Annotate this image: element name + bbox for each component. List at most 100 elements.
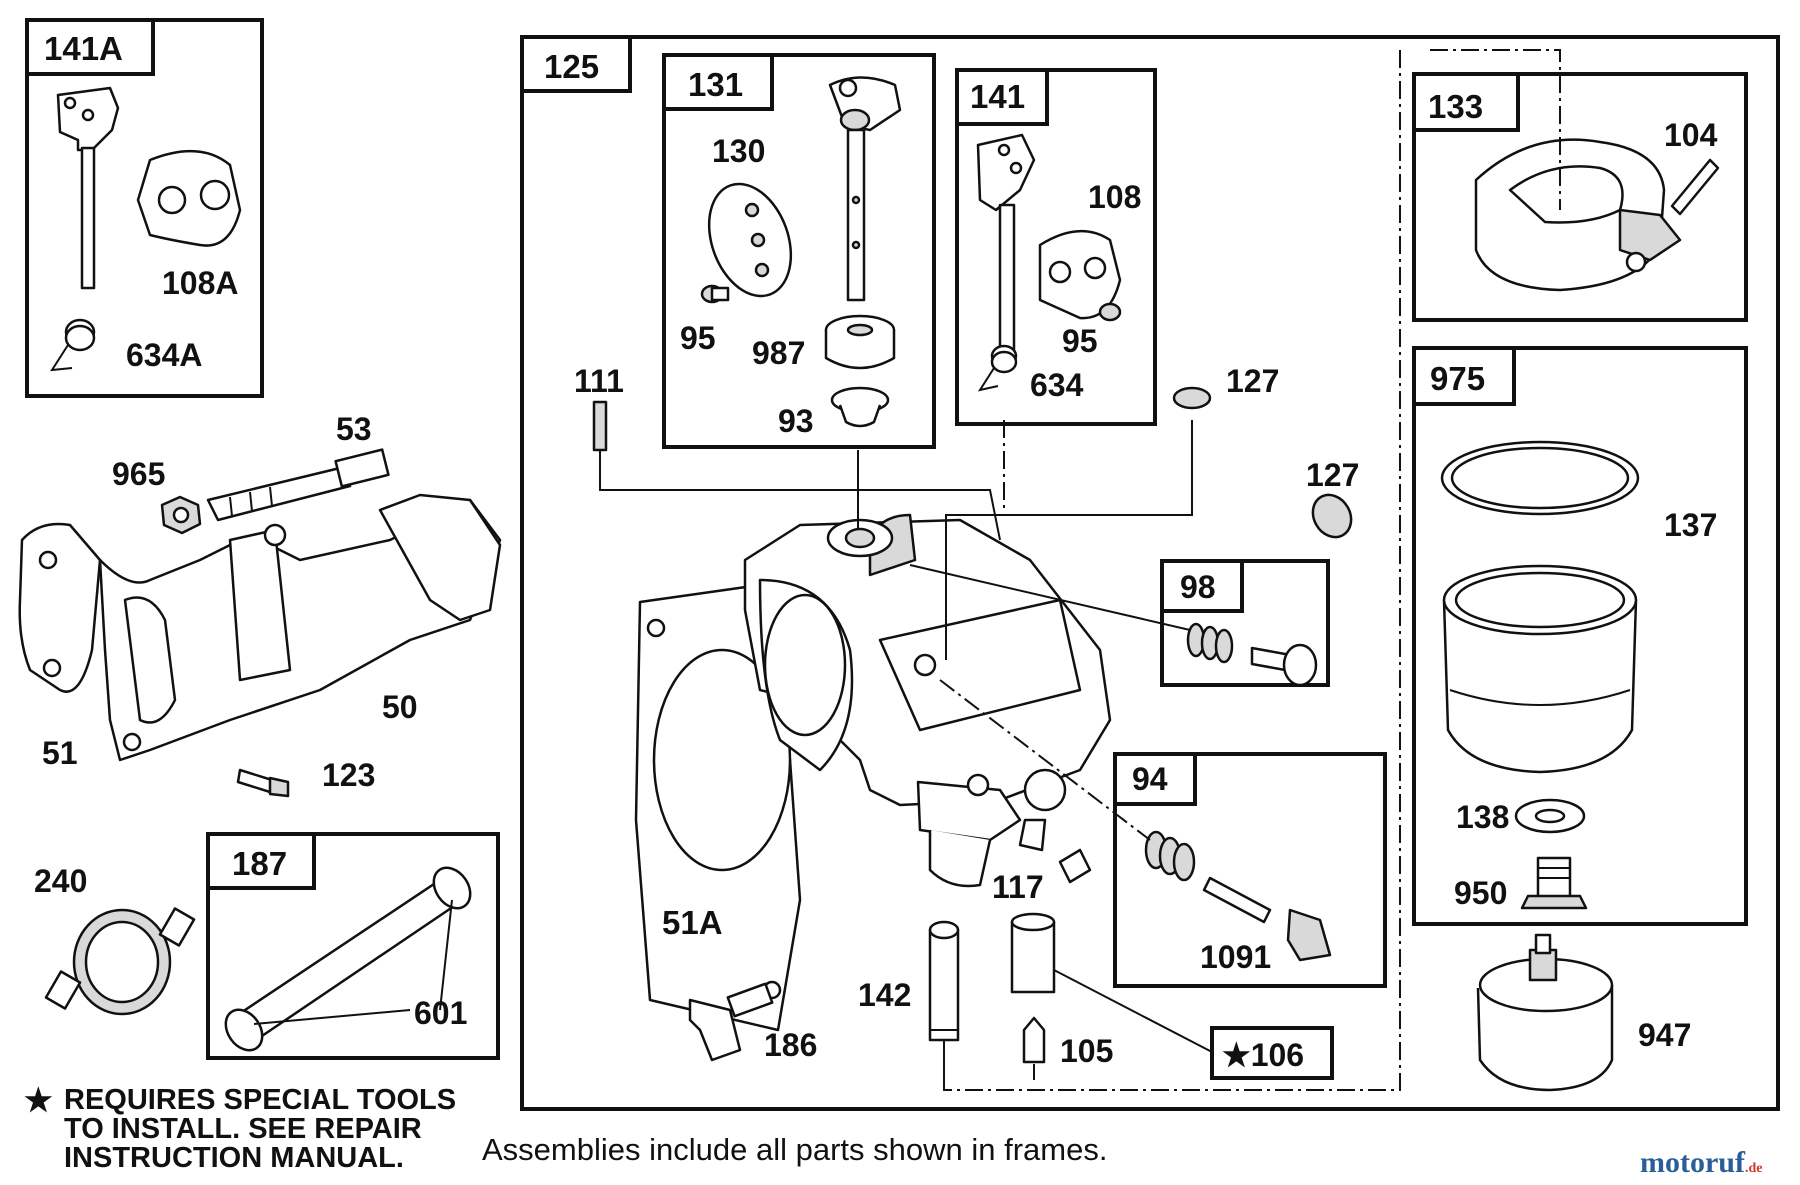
choke-shaft-part: [828, 76, 902, 302]
needle-105-part: [1022, 1016, 1046, 1064]
label-138: 138: [1456, 799, 1509, 835]
label-127-upper: 127: [1226, 363, 1279, 399]
bushing-93: [830, 386, 890, 428]
choke-plate-part: [707, 182, 793, 298]
fuel-filter-240-part: [44, 907, 196, 1016]
frame-98: 98: [1160, 559, 1330, 687]
label-965: 965: [112, 456, 165, 492]
seal-987: [824, 314, 896, 370]
spring-98-part: [1186, 622, 1234, 664]
watermark-logo: motoruf.de: [1640, 1146, 1762, 1180]
label-137: 137: [1664, 507, 1717, 543]
frame-label-141: 141: [970, 78, 1025, 115]
label-634: 634: [1030, 367, 1084, 403]
frame-label-141A: 141A: [44, 30, 123, 67]
label-95-choke: 95: [680, 320, 716, 356]
seat-106-part: [1010, 912, 1056, 994]
nut-965: [160, 495, 202, 535]
needle-94-part: [1202, 876, 1332, 962]
screw-123: [236, 768, 290, 798]
frame-106: ★106: [1210, 1026, 1334, 1080]
frame-141A: 141A 108A 634A: [25, 18, 264, 398]
frame-125: 125: [520, 35, 1780, 1111]
tube-142-part: [928, 920, 960, 1042]
screw-98-part: [1250, 643, 1318, 687]
idle-jet-117: [1058, 848, 1092, 884]
watermark-suffix: .de: [1744, 1161, 1763, 1176]
frame-label-131: 131: [688, 66, 743, 103]
label-108: 108: [1088, 179, 1141, 215]
screw-95-choke: [700, 284, 730, 304]
label-947: 947: [1638, 1017, 1691, 1053]
assemblies-note: Assemblies include all parts shown in fr…: [482, 1132, 1108, 1167]
watermark-text: motoruf: [1640, 1146, 1745, 1179]
frame-label-94: 94: [1132, 761, 1168, 797]
label-142: 142: [858, 977, 911, 1013]
throttle-shaft-141-part: [976, 133, 1036, 357]
frame-975: 975 137 138 950: [1412, 346, 1748, 926]
screw-95-throttle: [1098, 302, 1122, 322]
float-bowl-part: [1442, 564, 1638, 774]
note-line-1: REQUIRES SPECIAL TOOLS: [64, 1084, 457, 1116]
bowl-nut-950: [1520, 856, 1588, 910]
fuel-fitting-53: [206, 448, 390, 522]
star-icon: ★: [24, 1082, 53, 1118]
throttle-plate-141-part: [1038, 229, 1122, 320]
plug-127-upper: [1172, 386, 1212, 410]
label-634A: 634A: [126, 337, 203, 373]
carburetor-body-part: [743, 513, 1112, 888]
label-601: 601: [414, 995, 467, 1031]
label-130: 130: [712, 133, 765, 169]
note-line-2: TO INSTALL. SEE REPAIR: [64, 1113, 422, 1145]
label-93: 93: [778, 403, 814, 439]
float-pin-104: [1670, 158, 1720, 216]
label-987: 987: [752, 335, 805, 371]
throttle-plate-part: [136, 149, 242, 247]
label-186: 186: [764, 1027, 817, 1063]
frame-label-125: 125: [544, 48, 599, 85]
plug-127-lower: [1311, 493, 1353, 539]
special-tools-note: ★ REQUIRES SPECIAL TOOLS TO INSTALL. SEE…: [24, 1082, 504, 1174]
label-108A: 108A: [162, 265, 239, 301]
spring-634-part: [977, 344, 1018, 392]
frame-141: 141 108 95 634: [955, 68, 1157, 426]
label-111: 111: [574, 363, 624, 399]
label-95-throttle: 95: [1062, 323, 1098, 359]
frame-133: 133 104: [1412, 49, 1748, 322]
frame-label-975: 975: [1430, 360, 1485, 397]
frame-label-106: ★106: [1222, 1037, 1304, 1073]
spring-634A-part: [50, 318, 96, 372]
frame-131: 131 130 95 987: [662, 53, 936, 449]
frame-label-187: 187: [232, 845, 287, 882]
frame-94: 94 1091: [1113, 752, 1387, 988]
note-line-3: INSTRUCTION MANUAL.: [64, 1142, 404, 1174]
label-104: 104: [1664, 117, 1718, 153]
elbow-186-part: [688, 982, 774, 1062]
carb-tab: [1018, 818, 1047, 852]
label-123: 123: [322, 757, 375, 793]
frame-187: 187 601: [206, 832, 500, 1060]
label-51: 51: [42, 735, 78, 771]
intake-manifold-part: [18, 493, 502, 762]
label-50: 50: [382, 689, 418, 725]
spring-94-part: [1144, 830, 1196, 882]
label-127-lower: 127: [1306, 457, 1359, 493]
gasket-ring-part: [1440, 440, 1640, 516]
label-950: 950: [1454, 875, 1507, 911]
float-133-part: [1474, 138, 1682, 292]
label-117: 117: [992, 869, 1044, 905]
throttle-shaft-part: [56, 86, 120, 290]
label-105: 105: [1060, 1033, 1113, 1069]
frame-label-98: 98: [1180, 569, 1216, 605]
label-53: 53: [336, 411, 372, 447]
washer-138: [1514, 798, 1586, 834]
label-240: 240: [34, 863, 87, 899]
spring-111: [592, 400, 608, 452]
frame-label-133: 133: [1428, 88, 1483, 125]
gasket-51A-part: [634, 583, 802, 1032]
label-51A: 51A: [662, 904, 723, 941]
fuel-line-part: [224, 866, 472, 1052]
label-1091: 1091: [1200, 939, 1271, 975]
solenoid-947-part: [1476, 933, 1614, 1092]
